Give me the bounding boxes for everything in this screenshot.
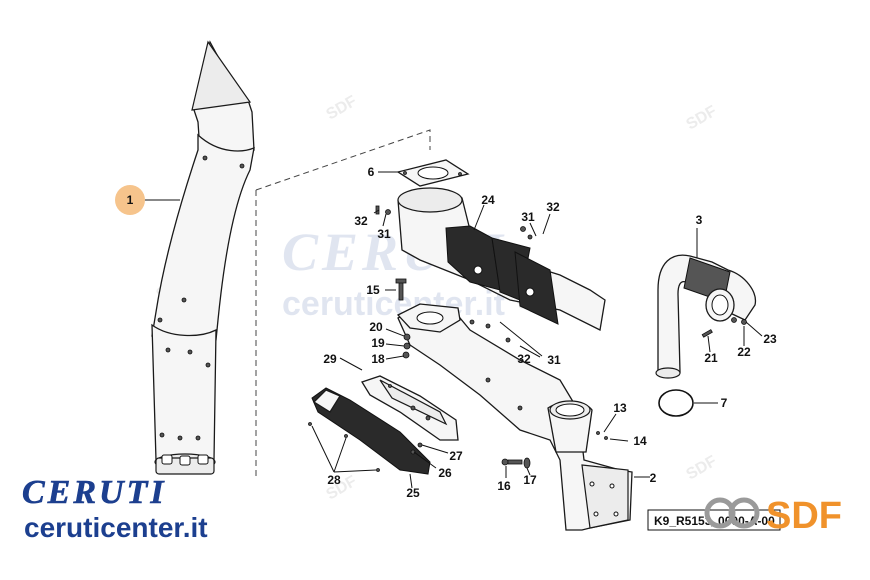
watermark-sdf-1: SDF [324,93,360,124]
callout-31-top[interactable]: 31 [521,210,535,224]
callout-6[interactable]: 6 [368,165,375,179]
callout-1-highlight [115,185,145,215]
part-29-bracket [361,375,459,441]
callout-32-bottom[interactable]: 32 [517,352,531,366]
part-25-shield-plate [311,387,431,475]
callout-14[interactable]: 14 [633,434,647,448]
callout-labels: 1 2 3 6 7 13 14 15 16 17 18 19 20 21 22 … [115,165,777,500]
sdf-logo-mark [704,497,760,529]
callout-25[interactable]: 25 [406,486,420,500]
callout-22[interactable]: 22 [737,345,751,359]
part-6-gasket [396,159,470,187]
part-3-flex-pipe [655,254,757,379]
sdf-logo-text: SDF [766,495,842,537]
callout-23[interactable]: 23 [763,332,777,346]
ceruti-logo: CERUTI ceruticenter.it [22,474,208,543]
callout-7[interactable]: 7 [721,396,728,410]
callout-1[interactable]: 1 [127,193,134,207]
callout-32-left[interactable]: 32 [354,214,368,228]
part-7-o-ring [658,389,694,417]
sdf-logo: SDF [704,495,842,537]
ceruti-url: ceruticenter.it [24,512,208,543]
hardware-18-19-20 [402,333,411,359]
callout-20[interactable]: 20 [369,320,383,334]
callout-26[interactable]: 26 [438,466,452,480]
watermark-url: ceruticenter.it [282,285,505,323]
part-1-exhaust-stack [151,40,255,475]
part-2-support-bracket [396,303,633,531]
watermark-sdf-5: SDF [684,453,720,484]
part-15-bolt [395,278,407,301]
callout-17[interactable]: 17 [523,473,537,487]
callout-24[interactable]: 24 [481,193,495,207]
callout-31-bottom[interactable]: 31 [547,353,561,367]
callout-21[interactable]: 21 [704,351,718,365]
leader-lines [143,171,763,489]
callout-31-left[interactable]: 31 [377,227,391,241]
callout-27[interactable]: 27 [449,449,463,463]
callout-28[interactable]: 28 [327,473,341,487]
watermark-sdf-2: SDF [684,103,720,134]
callout-16[interactable]: 16 [497,479,511,493]
callout-29[interactable]: 29 [323,352,337,366]
callout-13[interactable]: 13 [613,401,627,415]
callout-32-top[interactable]: 32 [546,200,560,214]
callout-15[interactable]: 15 [366,283,380,297]
part-24-heat-shield [397,187,606,331]
assembly-line-upper [255,129,431,191]
ceruti-logo-text: CERUTI [22,474,167,511]
callout-3[interactable]: 3 [696,213,703,227]
callout-19[interactable]: 19 [371,336,385,350]
callout-2[interactable]: 2 [650,471,657,485]
callout-18[interactable]: 18 [371,352,385,366]
